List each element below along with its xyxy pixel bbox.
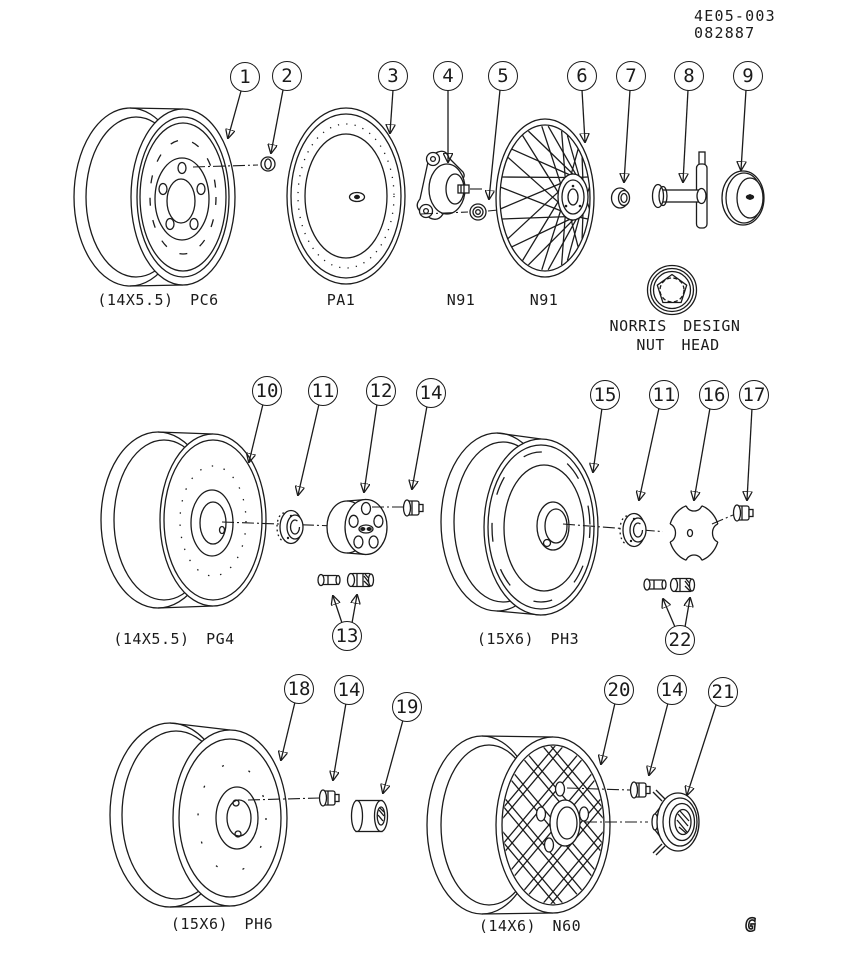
callout-11-b: 11 [649, 380, 679, 410]
callout-14-c: 14 [657, 675, 687, 705]
lug-nut-14b-drawing [318, 789, 340, 807]
callout-leader-lines [228, 89, 753, 795]
lug-nut-17-drawing [732, 504, 754, 522]
wheel-n60-drawing [426, 735, 611, 915]
emblem-cap-drawing [651, 789, 700, 856]
valve-stems-22-drawing [643, 577, 696, 593]
doc-number: 4E05-003 [694, 7, 776, 25]
label-wheel-ph6: (15X6) PH6 [170, 915, 274, 933]
callout-11-a: 11 [308, 376, 338, 406]
callout-18: 18 [284, 674, 314, 704]
callout-14-b: 14 [334, 675, 364, 705]
callout-10: 10 [252, 376, 282, 406]
valve-stems-13-drawing [317, 572, 375, 588]
doc-date-code: 082887 [694, 24, 756, 42]
center-cap-pg4-drawing [326, 498, 388, 556]
label-wheel-pc6: (14X5.5) PC6 [97, 291, 219, 309]
callout-5: 5 [488, 61, 518, 91]
corner-g-mark: G [743, 914, 758, 937]
document-code-block: 4E05-003 082887 [694, 8, 776, 42]
hub-cap-19-drawing [350, 799, 389, 833]
cover-retainer-b-drawing [619, 512, 647, 548]
hub-adapter-drawing [416, 150, 470, 220]
callout-12: 12 [366, 376, 396, 406]
callout-1: 1 [230, 62, 260, 92]
label-norris-design-line2: NUT HEAD [636, 336, 720, 354]
cover-retainer-a-drawing [276, 509, 304, 545]
callout-4: 4 [433, 61, 463, 91]
callout-13: 13 [332, 621, 362, 651]
callout-7: 7 [616, 61, 646, 91]
wheel-ph3-drawing [440, 432, 599, 616]
alloy-wheel-pg4-drawing [100, 431, 267, 609]
label-n91-a: N91 [446, 291, 476, 309]
wheel-ph6-drawing [109, 722, 288, 908]
label-wheel-ph3: (15X6) PH3 [476, 630, 580, 648]
label-n91-b: N91 [529, 291, 559, 309]
callout-6: 6 [567, 61, 597, 91]
wire-wheel-cover-drawing [495, 118, 595, 278]
callout-19: 19 [392, 692, 422, 722]
wire-wheel-wrench-drawing [651, 151, 708, 229]
callout-15: 15 [590, 380, 620, 410]
steel-wheel-pc6-drawing [73, 107, 236, 287]
callout-2: 2 [272, 61, 302, 91]
norris-nut-head-drawing [646, 264, 698, 316]
cloverleaf-cap-drawing [662, 497, 726, 569]
callout-17: 17 [739, 380, 769, 410]
callout-22: 22 [665, 625, 695, 655]
callout-9: 9 [733, 61, 763, 91]
callout-20: 20 [604, 675, 634, 705]
lug-nut-2-drawing [260, 156, 276, 172]
label-wheel-n60: (14X6) N60 [478, 917, 582, 935]
callout-16: 16 [699, 380, 729, 410]
callout-3: 3 [378, 61, 408, 91]
lug-nut-14a-drawing [402, 499, 424, 517]
label-norris-design-line1: NORRIS DESIGN [609, 317, 741, 335]
retaining-nut-drawing [610, 187, 631, 209]
wheel-cover-pa1-drawing [286, 107, 406, 285]
lug-nut-5-drawing [469, 203, 487, 221]
spinner-cap-drawing [721, 170, 765, 226]
callout-21: 21 [708, 677, 738, 707]
callout-8: 8 [674, 61, 704, 91]
label-wheel-pg4: (14X5.5) PG4 [113, 630, 235, 648]
callout-14-a: 14 [416, 378, 446, 408]
label-cover-pa1: PA1 [326, 291, 356, 309]
lug-nut-14c-drawing [629, 781, 651, 799]
